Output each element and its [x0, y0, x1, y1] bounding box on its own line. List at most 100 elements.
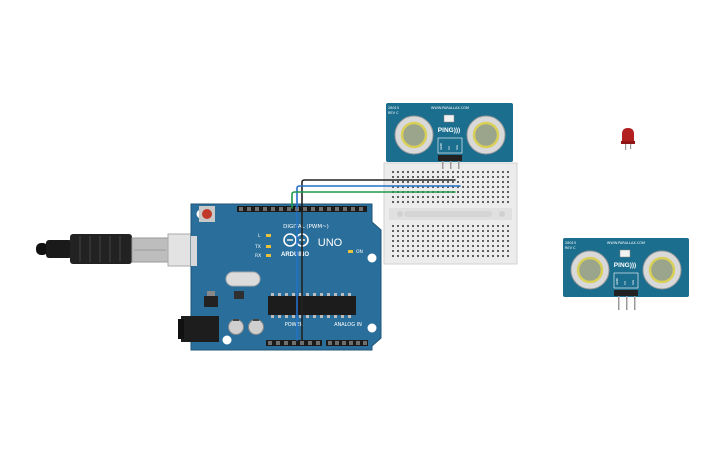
breadboard-hole[interactable] [402, 225, 404, 227]
breadboard-hole[interactable] [492, 250, 494, 252]
breadboard-hole[interactable] [457, 250, 459, 252]
breadboard-hole[interactable] [447, 176, 449, 178]
breadboard-hole[interactable] [437, 201, 439, 203]
breadboard-hole[interactable] [452, 225, 454, 227]
breadboard-hole[interactable] [392, 171, 394, 173]
breadboard-hole[interactable] [497, 240, 499, 242]
breadboard-hole[interactable] [497, 230, 499, 232]
wire-ground[interactable] [301, 179, 456, 209]
breadboard-hole[interactable] [467, 176, 469, 178]
breadboard-hole[interactable] [487, 240, 489, 242]
breadboard-hole[interactable] [502, 255, 504, 257]
breadboard-hole[interactable] [457, 196, 459, 198]
breadboard-hole[interactable] [502, 245, 504, 247]
breadboard-hole[interactable] [427, 230, 429, 232]
breadboard-hole[interactable] [472, 230, 474, 232]
breadboard-hole[interactable] [487, 250, 489, 252]
breadboard-hole[interactable] [437, 255, 439, 257]
breadboard-hole[interactable] [407, 171, 409, 173]
digital-header[interactable] [237, 206, 367, 212]
breadboard-hole[interactable] [477, 186, 479, 188]
breadboard-hole[interactable] [427, 240, 429, 242]
breadboard-hole[interactable] [457, 186, 459, 188]
breadboard-hole[interactable] [412, 225, 414, 227]
breadboard-hole[interactable] [452, 255, 454, 257]
breadboard-hole[interactable] [397, 176, 399, 178]
breadboard-hole[interactable] [417, 201, 419, 203]
ultrasonic-sensor-top[interactable]: 28015 REV C WWW.PARALLAX.COM PING))) GND… [386, 103, 513, 169]
breadboard-hole[interactable] [402, 171, 404, 173]
breadboard-hole[interactable] [502, 191, 504, 193]
breadboard-hole[interactable] [502, 201, 504, 203]
breadboard-hole[interactable] [432, 235, 434, 237]
breadboard-hole[interactable] [412, 240, 414, 242]
breadboard-hole[interactable] [467, 240, 469, 242]
breadboard-hole[interactable] [447, 230, 449, 232]
ultrasonic-sensor-right[interactable]: 28015 REV C WWW.PARALLAX.COM PING))) GND… [563, 238, 689, 310]
breadboard-hole[interactable] [402, 230, 404, 232]
breadboard-hole[interactable] [492, 191, 494, 193]
breadboard-hole[interactable] [442, 186, 444, 188]
breadboard-hole[interactable] [432, 250, 434, 252]
breadboard-hole[interactable] [477, 191, 479, 193]
breadboard-hole[interactable] [467, 196, 469, 198]
breadboard-hole[interactable] [497, 171, 499, 173]
breadboard-hole[interactable] [502, 250, 504, 252]
breadboard-hole[interactable] [437, 245, 439, 247]
breadboard-hole[interactable] [412, 230, 414, 232]
breadboard-hole[interactable] [482, 255, 484, 257]
breadboard-hole[interactable] [402, 235, 404, 237]
breadboard-hole[interactable] [427, 196, 429, 198]
breadboard-hole[interactable] [442, 171, 444, 173]
breadboard-hole[interactable] [492, 181, 494, 183]
breadboard-hole[interactable] [502, 171, 504, 173]
breadboard-hole[interactable] [482, 176, 484, 178]
breadboard-hole[interactable] [432, 196, 434, 198]
breadboard-hole[interactable] [402, 240, 404, 242]
breadboard-hole[interactable] [397, 230, 399, 232]
breadboard-hole[interactable] [432, 171, 434, 173]
breadboard-hole[interactable] [397, 235, 399, 237]
breadboard-hole[interactable] [452, 235, 454, 237]
breadboard-hole[interactable] [447, 235, 449, 237]
breadboard-hole[interactable] [462, 176, 464, 178]
breadboard-hole[interactable] [487, 196, 489, 198]
breadboard-hole[interactable] [507, 235, 509, 237]
breadboard-hole[interactable] [507, 191, 509, 193]
breadboard-hole[interactable] [502, 186, 504, 188]
breadboard-hole[interactable] [422, 181, 424, 183]
breadboard-hole[interactable] [482, 196, 484, 198]
breadboard-hole[interactable] [392, 230, 394, 232]
breadboard-hole[interactable] [472, 225, 474, 227]
breadboard-hole[interactable] [422, 186, 424, 188]
breadboard-hole[interactable] [447, 250, 449, 252]
breadboard-hole[interactable] [472, 171, 474, 173]
breadboard-hole[interactable] [417, 176, 419, 178]
breadboard-hole[interactable] [402, 201, 404, 203]
breadboard-hole[interactable] [412, 181, 414, 183]
breadboard-hole[interactable] [467, 181, 469, 183]
breadboard-hole[interactable] [402, 181, 404, 183]
breadboard-hole[interactable] [482, 245, 484, 247]
breadboard-hole[interactable] [447, 196, 449, 198]
breadboard-hole[interactable] [447, 240, 449, 242]
breadboard-hole[interactable] [507, 186, 509, 188]
breadboard-hole[interactable] [487, 201, 489, 203]
breadboard-hole[interactable] [477, 245, 479, 247]
breadboard-hole[interactable] [412, 245, 414, 247]
breadboard-hole[interactable] [482, 235, 484, 237]
breadboard-hole[interactable] [427, 176, 429, 178]
breadboard-hole[interactable] [407, 245, 409, 247]
breadboard-hole[interactable] [487, 255, 489, 257]
breadboard-hole[interactable] [462, 201, 464, 203]
breadboard-hole[interactable] [492, 196, 494, 198]
breadboard-hole[interactable] [397, 240, 399, 242]
breadboard-hole[interactable] [457, 176, 459, 178]
breadboard-hole[interactable] [487, 186, 489, 188]
breadboard-hole[interactable] [462, 235, 464, 237]
breadboard-hole[interactable] [502, 176, 504, 178]
breadboard-hole[interactable] [497, 196, 499, 198]
breadboard-hole[interactable] [407, 196, 409, 198]
breadboard-hole[interactable] [392, 201, 394, 203]
breadboard-hole[interactable] [487, 245, 489, 247]
